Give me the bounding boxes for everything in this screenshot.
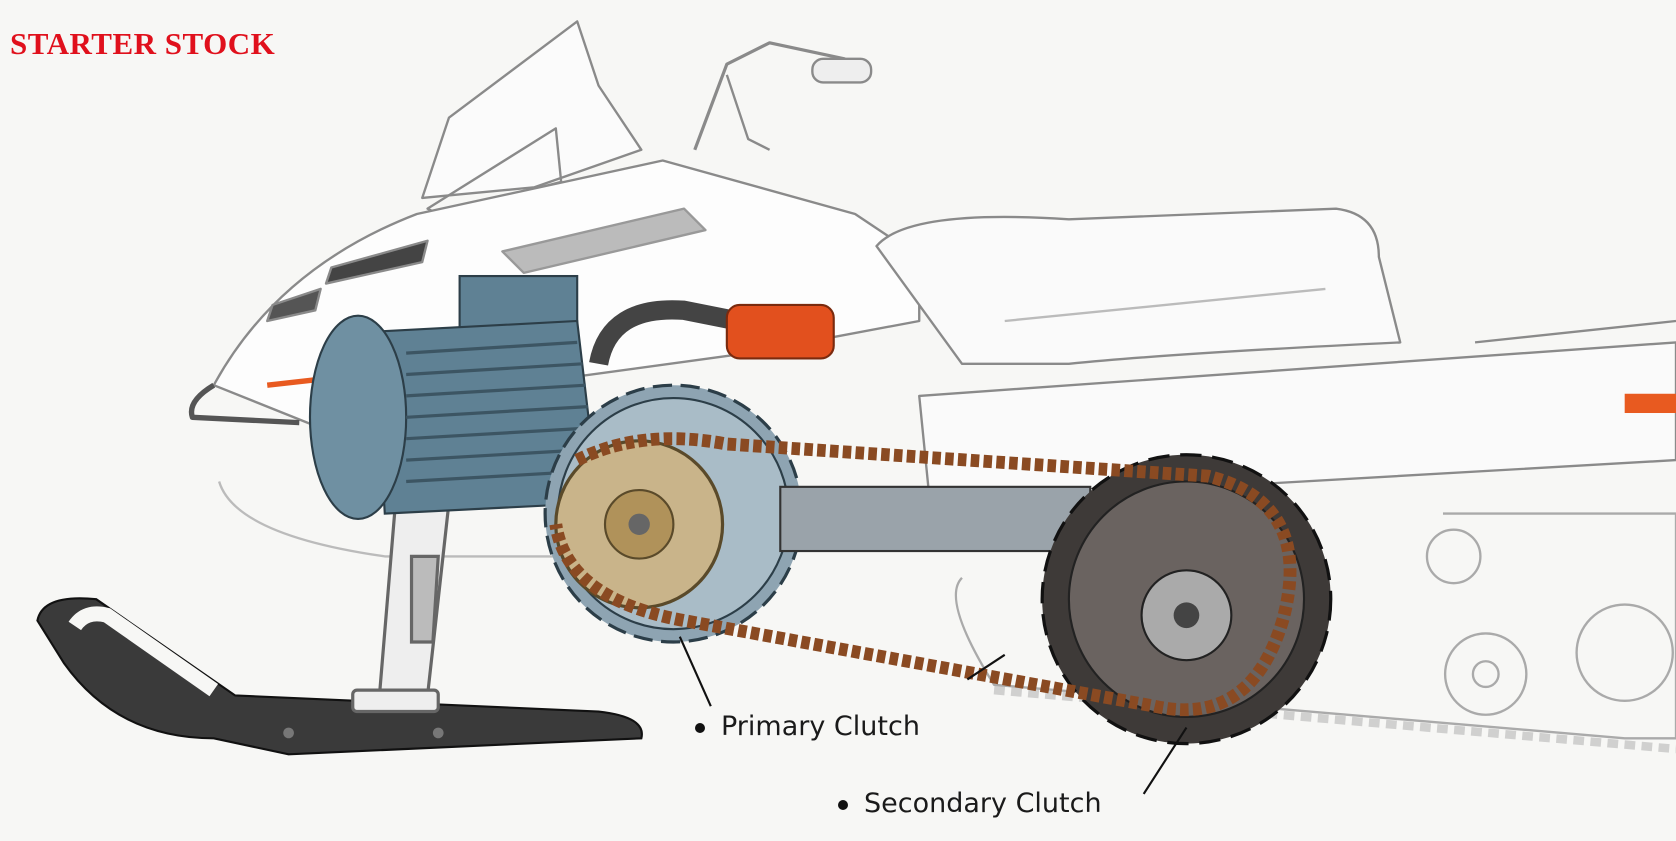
primary-clutch	[543, 383, 804, 644]
leader-lines	[678, 636, 1188, 795]
ski	[36, 597, 643, 756]
page-title: STARTER STOCK	[10, 26, 276, 61]
primary-clutch-text: Primary Clutch	[721, 711, 920, 742]
primary-clutch-label: Primary Clutch	[695, 711, 920, 742]
drive-belt	[549, 432, 1297, 717]
secondary-clutch-label: Secondary Clutch	[838, 788, 1102, 819]
drive-shaft	[779, 485, 1092, 553]
electric-motor	[308, 274, 600, 521]
secondary-clutch-text: Secondary Clutch	[864, 788, 1102, 819]
bullet-icon	[838, 799, 848, 810]
starter-solenoid	[589, 300, 835, 366]
bullet-icon	[695, 722, 705, 733]
front-suspension	[351, 501, 451, 714]
